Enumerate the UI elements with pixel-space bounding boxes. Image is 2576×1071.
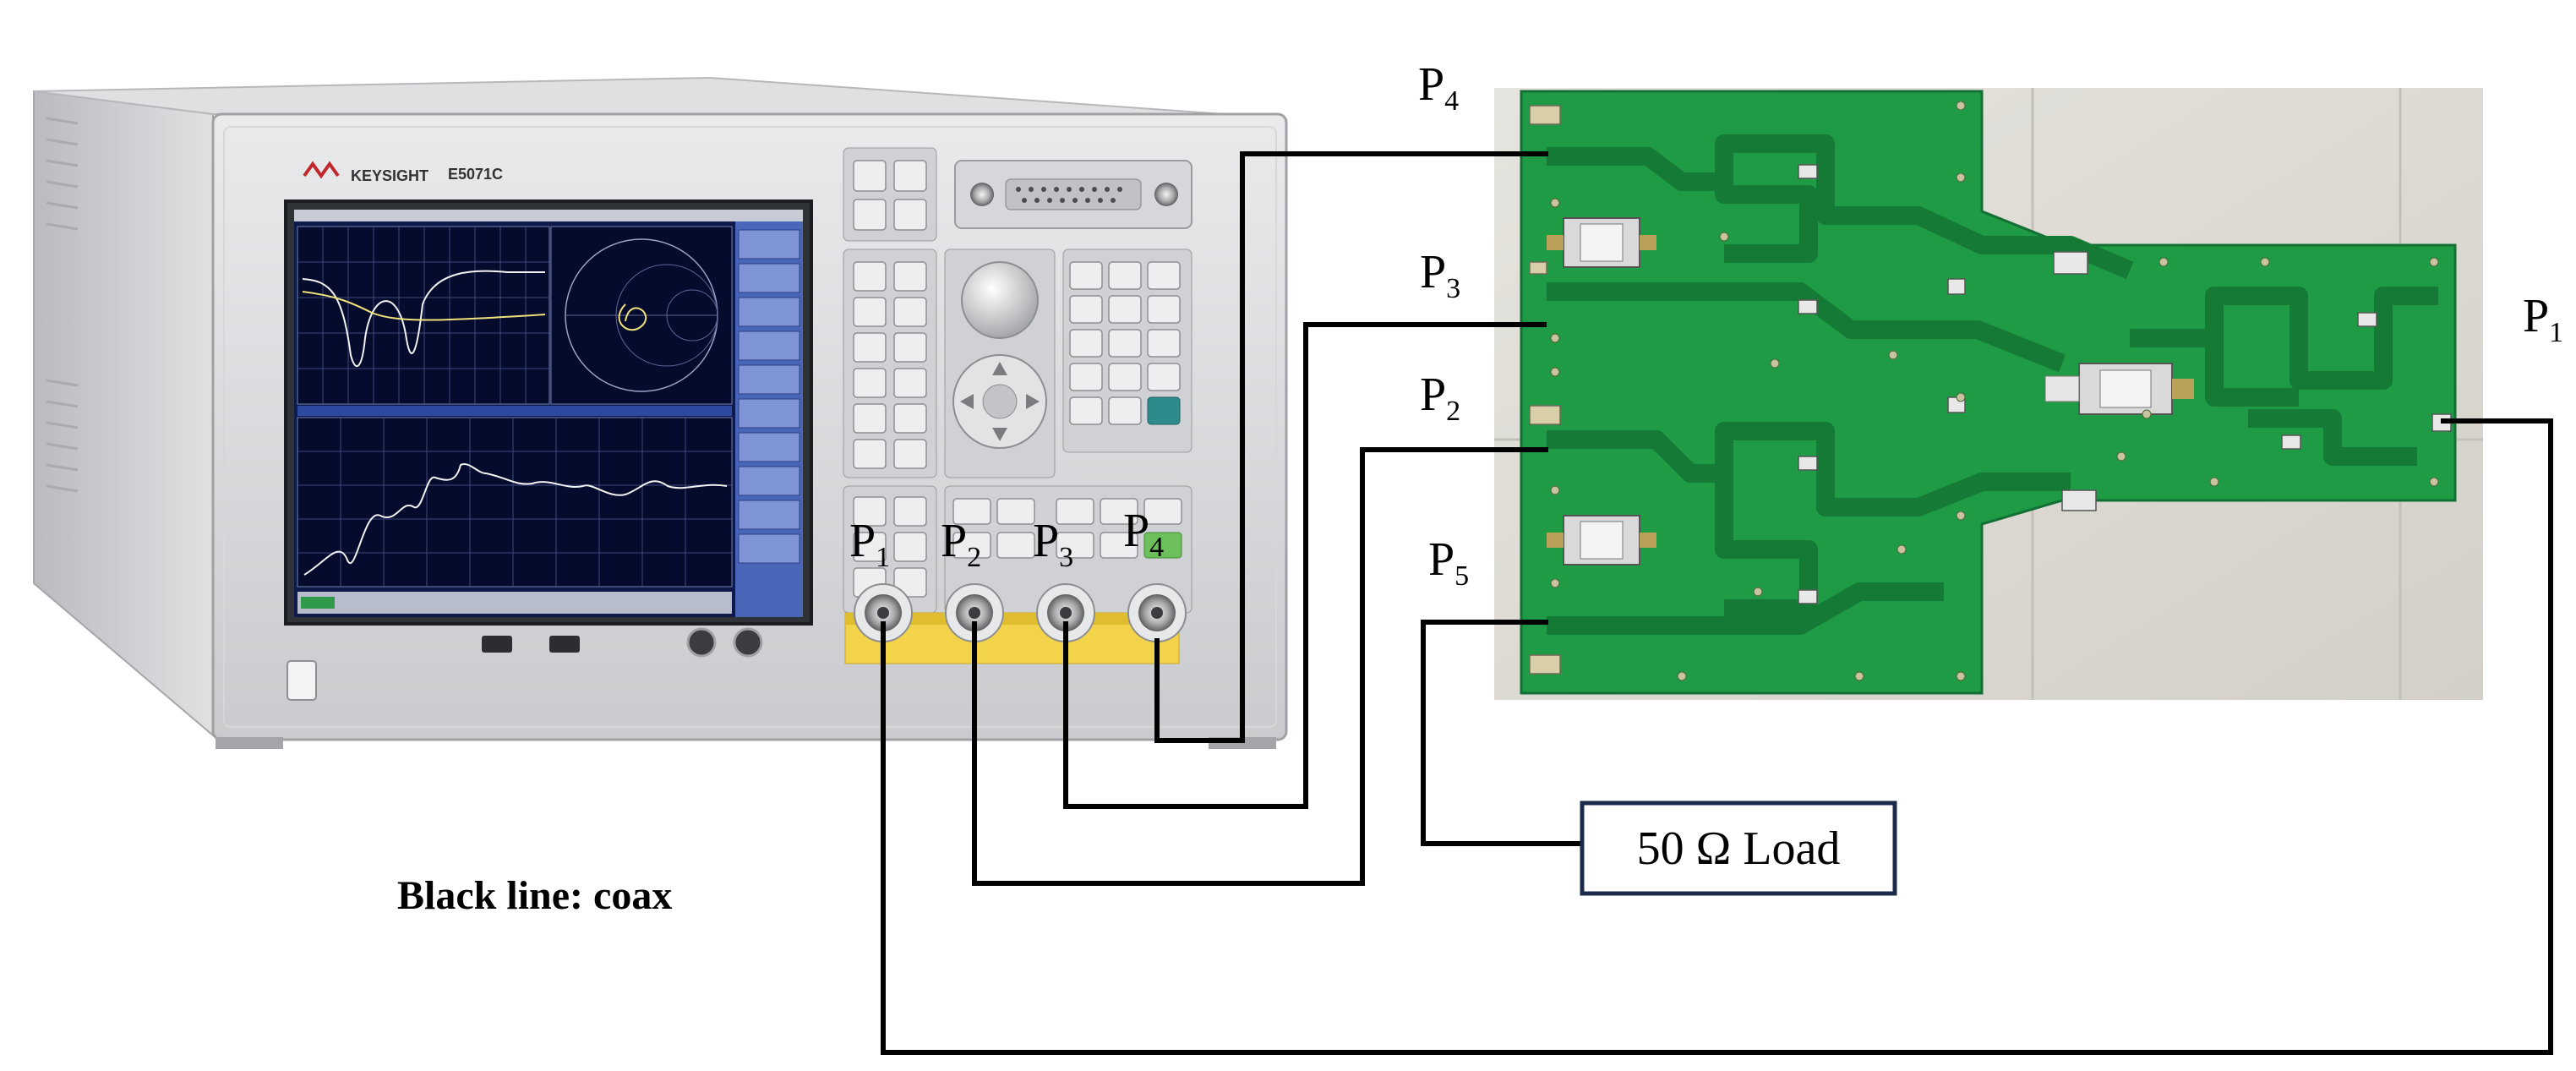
control-panel — [843, 147, 1192, 614]
coax-cables — [881, 151, 2553, 1055]
pcb-traces — [1547, 134, 2438, 635]
coax-p2 — [972, 447, 1548, 886]
coax-p5-load — [1421, 620, 1589, 846]
board-port-label-p3: P3 — [1420, 246, 1460, 304]
legend-text: Black line: coax — [397, 873, 672, 918]
keysight-logo: KEYSIGHT — [303, 161, 428, 184]
front-port-label-3: P3 — [1033, 515, 1073, 573]
board-port-label-p5: P5 — [1428, 533, 1469, 592]
brand-label: KEYSIGHT — [351, 167, 428, 184]
analyzer-screen — [294, 210, 803, 617]
board-port-label-p1: P1 — [2523, 290, 2563, 348]
edge-pads — [1529, 105, 1561, 675]
probe-jacks — [686, 627, 763, 658]
vias — [1550, 101, 2439, 681]
power-switch — [287, 660, 317, 701]
front-port-label-4: P4 — [1123, 505, 1164, 563]
load-label: 50 Ω Load — [1637, 822, 1841, 875]
vent-grille — [46, 117, 79, 493]
front-port-label-2: P2 — [941, 515, 981, 573]
coax-p3 — [1063, 322, 1547, 809]
board-port-label-p4: P4 — [1418, 58, 1459, 117]
usb-ports — [482, 636, 580, 653]
transistor-3 — [1547, 515, 1656, 566]
board-port-label-p2: P2 — [1420, 369, 1460, 427]
transistor-2 — [2044, 363, 2194, 415]
network-analyzer: KEYSIGHT E5071C — [33, 76, 1288, 749]
front-port-label-1: P1 — [849, 515, 890, 573]
load-box: 50 Ω Load — [1580, 801, 1897, 896]
coax-p4 — [1154, 151, 1548, 743]
front-ports — [854, 583, 1187, 642]
rotary-knob — [961, 261, 1039, 339]
transistor-1 — [1547, 217, 1656, 268]
pcb-board — [1494, 88, 2483, 700]
model-label: E5071C — [448, 166, 503, 183]
coax-p1 — [881, 418, 2553, 1055]
